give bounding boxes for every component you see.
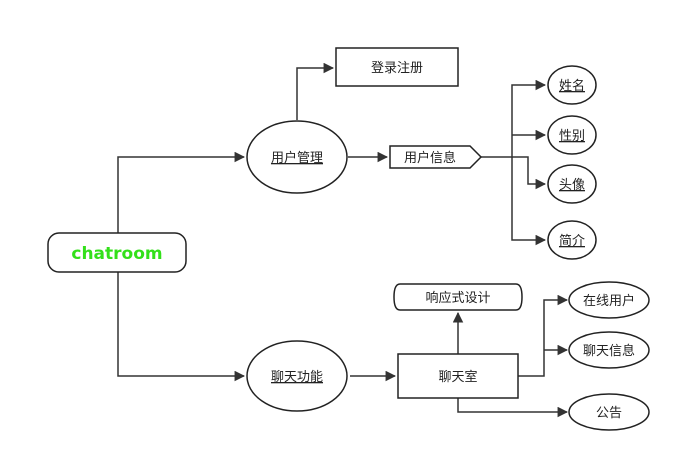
field-name-node[interactable]: 姓名 xyxy=(547,65,597,105)
chat-func-label: 聊天功能 xyxy=(271,370,323,385)
announcement-node[interactable]: 公告 xyxy=(568,393,650,431)
responsive-node[interactable]: 响应式设计 xyxy=(393,283,523,311)
chat-func-node[interactable]: 聊天功能 xyxy=(246,340,348,412)
edge-root-to-chat-func xyxy=(117,272,246,382)
field-gender-label: 性别 xyxy=(559,129,585,144)
edge-room-to-announcement xyxy=(457,398,569,418)
edge-info-to-avatar xyxy=(512,156,547,190)
field-avatar-node[interactable]: 头像 xyxy=(547,164,597,204)
chat-room-label: 聊天室 xyxy=(438,369,477,385)
chat-room-node[interactable]: 聊天室 xyxy=(397,353,519,399)
user-mgmt-label: 用户管理 xyxy=(271,150,323,166)
announcement-label: 公告 xyxy=(596,406,622,421)
chat-messages-label: 聊天信息 xyxy=(583,343,635,359)
field-avatar-label: 头像 xyxy=(559,178,585,193)
field-bio-node[interactable]: 简介 xyxy=(547,220,597,260)
root-node[interactable]: chatroom xyxy=(47,232,187,273)
responsive-label: 响应式设计 xyxy=(425,290,490,306)
root-label: chatroom xyxy=(71,244,162,264)
user-info-label: 用户信息 xyxy=(404,150,456,166)
edge-user-mgmt-to-login xyxy=(296,62,335,120)
chat-messages-node[interactable]: 聊天信息 xyxy=(568,331,650,369)
edge-room-to-online-users xyxy=(518,294,569,377)
login-node[interactable]: 登录注册 xyxy=(335,47,459,87)
user-info-node[interactable]: 用户信息 xyxy=(389,145,483,169)
login-label: 登录注册 xyxy=(371,61,423,76)
edge-info-to-bio xyxy=(511,157,547,246)
user-mgmt-node[interactable]: 用户管理 xyxy=(246,120,348,194)
field-bio-label: 简介 xyxy=(559,233,585,249)
field-gender-node[interactable]: 性别 xyxy=(547,115,597,155)
edge-root-to-user-mgmt xyxy=(117,151,246,236)
edge-info-to-name xyxy=(481,79,547,158)
field-name-label: 姓名 xyxy=(559,78,585,94)
online-users-node[interactable]: 在线用户 xyxy=(568,281,650,319)
online-users-label: 在线用户 xyxy=(583,293,635,309)
